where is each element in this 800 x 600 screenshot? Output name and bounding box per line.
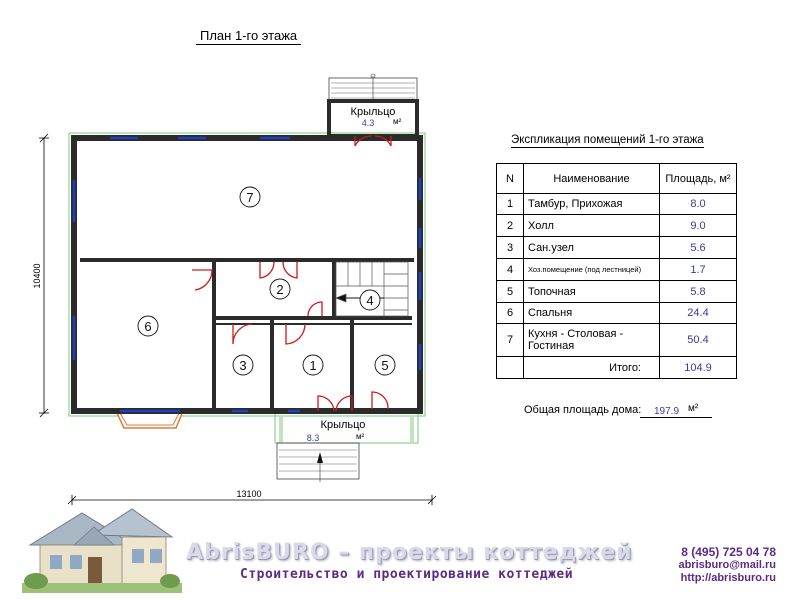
top-porch-area: 4.3	[362, 118, 375, 128]
column-header-name: Наименование	[523, 163, 660, 194]
inner-walls	[80, 258, 414, 409]
row-name: Холл	[523, 214, 660, 237]
column-header-area: Площадь, м²	[659, 163, 737, 194]
row-area: 24.4	[659, 302, 737, 324]
row-number: 1	[496, 193, 524, 215]
table-row: 3 Сан.узел 5.6	[496, 236, 737, 259]
room-marker-2: 2	[276, 282, 283, 297]
explication-table: N Наименование Площадь, м² 1 Тамбур, При…	[496, 163, 737, 379]
row-area: 9.0	[659, 214, 737, 237]
table-row: 2 Холл 9.0	[496, 214, 737, 237]
row-number: 5	[496, 280, 524, 303]
row-number: 4	[496, 258, 524, 281]
row-area: 1.7	[659, 258, 737, 281]
brand-tagline: Строительство и проектирование коттеджей	[240, 567, 574, 582]
table-total-row: Итого: 104.9	[496, 356, 737, 379]
house-illustration	[22, 508, 182, 593]
width-dimension-text: 13100	[236, 489, 261, 499]
row-name: Топочная	[523, 280, 660, 303]
table-row: 4 Хоз.помещение (под лестницей) 1.7	[496, 258, 737, 281]
bottom-porch-area: 8.3	[307, 433, 320, 443]
width-dimension	[67, 495, 437, 505]
row-name: Хоз.помещение (под лестницей)	[523, 258, 660, 281]
room-marker-6: 6	[144, 319, 151, 334]
brand-logo-text: AbrisBURO – проекты коттеджей	[186, 540, 633, 565]
height-dimension-text: 10400	[32, 263, 42, 288]
table-row: 1 Тамбур, Прихожая 8.0	[496, 193, 737, 215]
top-porch-unit: м²	[393, 117, 402, 126]
room-marker-3: 3	[239, 358, 246, 373]
row-name: Спальня	[523, 302, 660, 324]
explication-title: Экспликация помещений 1-го этажа	[511, 134, 704, 148]
row-area: 8.0	[659, 193, 737, 215]
row-number: 2	[496, 214, 524, 237]
row-number: 3	[496, 236, 524, 259]
contact-phone: 8 (495) 725 04 78	[681, 545, 776, 559]
contact-site-link[interactable]: http://abrisburo.ru	[680, 572, 776, 584]
row-area: 5.8	[659, 280, 737, 303]
row-name: Тамбур, Прихожая	[523, 193, 660, 215]
room-marker-4: 4	[366, 293, 373, 308]
contact-email[interactable]: abrisburo@mail.ru	[678, 559, 776, 571]
room-marker-1: 1	[309, 358, 316, 373]
total-empty-cell	[496, 356, 524, 379]
row-name: Кухня - Столовая - Гостиная	[523, 323, 660, 357]
room-marker-5: 5	[381, 358, 388, 373]
bottom-porch-unit: м²	[356, 432, 365, 441]
house-total-unit: м²	[688, 403, 699, 414]
table-header-row: N Наименование Площадь, м²	[496, 163, 737, 194]
bottom-porch-label: Крыльцо	[321, 419, 366, 431]
table-row: 5 Топочная 5.8	[496, 280, 737, 303]
house-total-value: 197.9	[654, 406, 680, 417]
house-total-label: Общая площадь дома:	[524, 404, 642, 416]
height-dimension	[39, 133, 49, 418]
row-number: 6	[496, 302, 524, 324]
doors	[192, 135, 392, 412]
row-area: 50.4	[659, 323, 737, 357]
plan-title: План 1-го этажа	[196, 28, 302, 45]
top-porch-label: Крыльцо	[351, 106, 396, 118]
row-area: 5.6	[659, 236, 737, 259]
total-label: Итого:	[523, 356, 660, 379]
windows	[72, 136, 422, 413]
row-number: 7	[496, 323, 524, 357]
room-markers	[137, 186, 396, 376]
column-header-number: N	[496, 163, 524, 194]
room-marker-7: 7	[246, 190, 253, 205]
table-row: 7 Кухня - Столовая - Гостиная 50.4	[496, 323, 737, 357]
total-value: 104.9	[659, 356, 737, 379]
table-row: 6 Спальня 24.4	[496, 302, 737, 324]
house-total-underline	[640, 417, 712, 418]
row-name: Сан.узел	[523, 236, 660, 259]
